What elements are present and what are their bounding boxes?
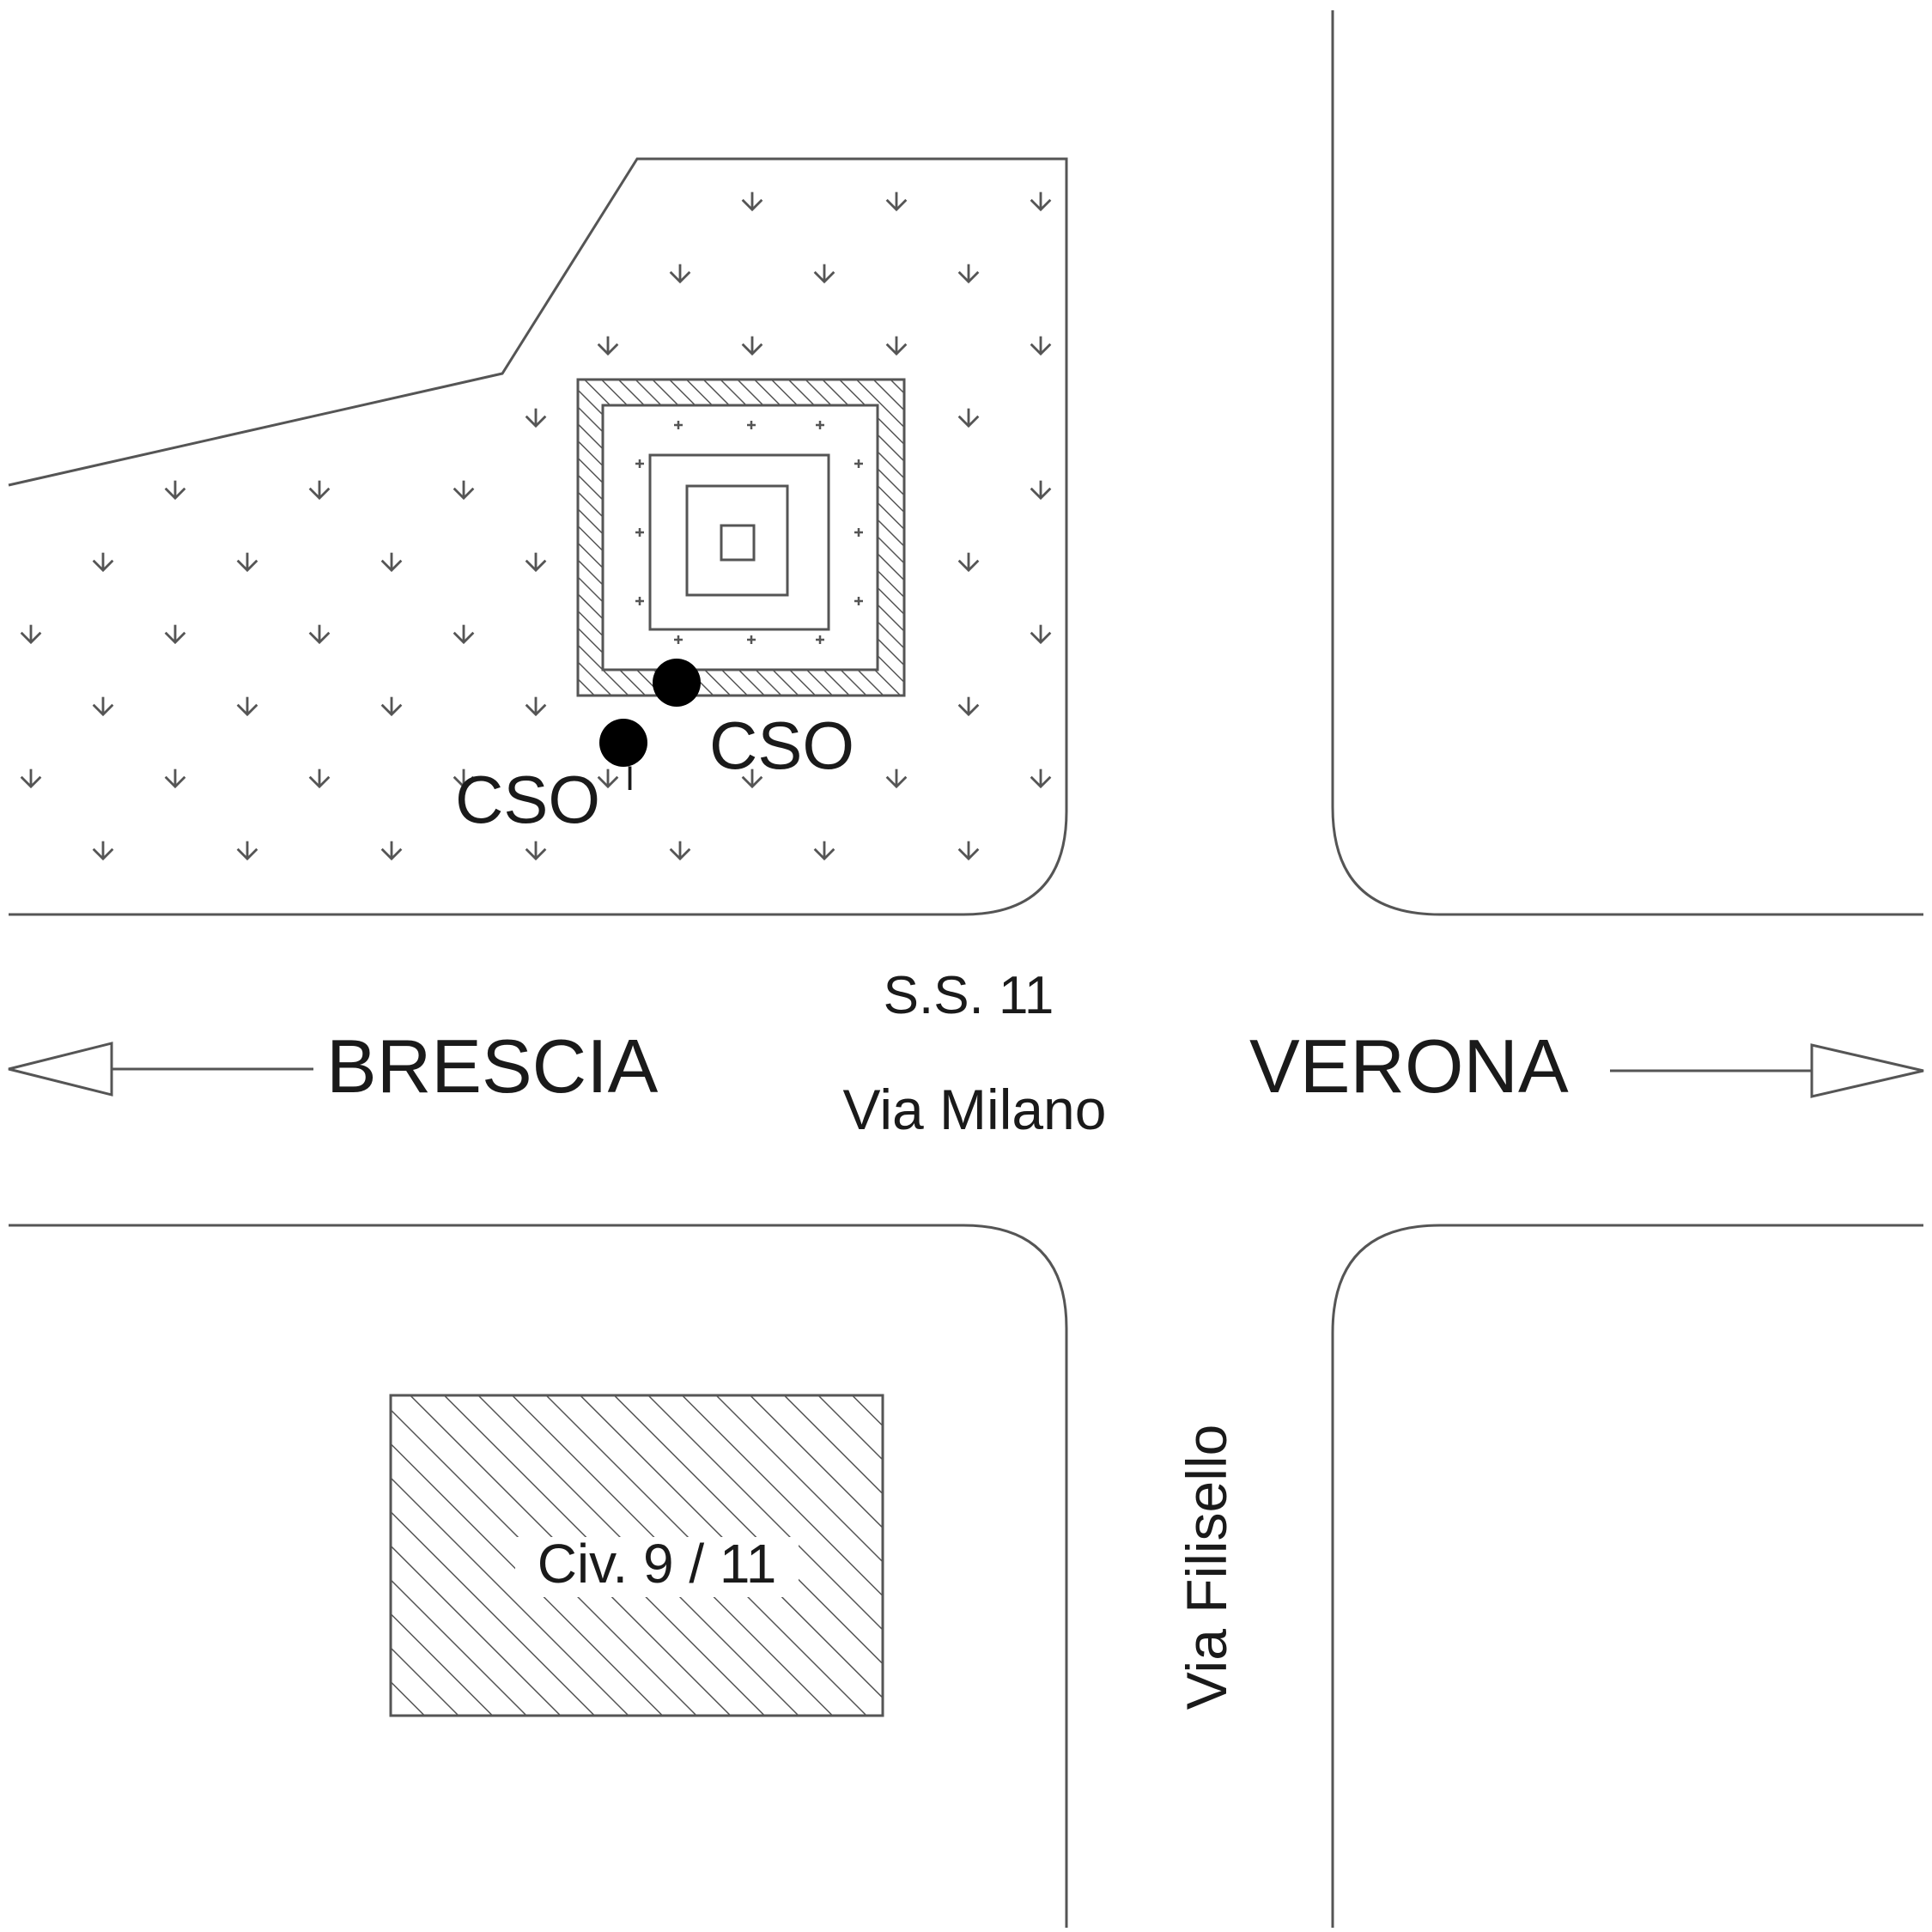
grass-arrow-icon bbox=[885, 191, 908, 211]
grass-arrow-icon bbox=[308, 623, 331, 644]
grass-arrow-icon bbox=[380, 696, 403, 716]
grass-arrow-icon bbox=[20, 768, 42, 788]
cross-street-label: Via Filisello bbox=[1175, 1425, 1238, 1710]
grass-arrow-icon bbox=[741, 335, 763, 355]
grass-arrow-icon bbox=[1030, 768, 1052, 788]
facility-marker bbox=[635, 597, 644, 605]
arrow-left-icon bbox=[8, 1042, 313, 1097]
road-edge-southeast bbox=[1331, 1224, 1923, 1928]
grass-arrow-icon bbox=[813, 263, 835, 283]
cso-label-b-mark: I bbox=[625, 760, 635, 798]
grass-arrow-icon bbox=[92, 551, 114, 572]
grass-arrow-icon bbox=[957, 840, 980, 860]
grass-arrow-icon bbox=[164, 768, 186, 788]
cso-point-a bbox=[653, 659, 701, 707]
grass-arrow-icon bbox=[236, 696, 258, 716]
grass-arrow-icon bbox=[453, 623, 475, 644]
road-edge-northeast bbox=[1331, 10, 1923, 916]
grass-arrow-icon bbox=[957, 407, 980, 428]
arrow-right-icon bbox=[1610, 1043, 1924, 1098]
grass-arrow-icon bbox=[957, 696, 980, 716]
grass-arrow-icon bbox=[885, 335, 908, 355]
facility-outer-square bbox=[648, 453, 830, 631]
grass-arrow-icon bbox=[1030, 623, 1052, 644]
cso-label-b: CSO bbox=[455, 762, 600, 837]
grass-arrow-icon bbox=[813, 840, 835, 860]
road-name-label: Via Milano bbox=[843, 1078, 1107, 1141]
grass-arrow-icon bbox=[1030, 479, 1052, 500]
grass-arrow-icon bbox=[669, 263, 691, 283]
facility-core-square bbox=[720, 524, 756, 562]
grass-arrow-icon bbox=[236, 840, 258, 860]
grass-arrow-icon bbox=[453, 479, 475, 500]
facility-marker bbox=[816, 421, 824, 429]
grass-arrow-icon bbox=[164, 623, 186, 644]
facility-structure bbox=[576, 378, 906, 697]
grass-arrow-icon bbox=[1030, 335, 1052, 355]
grass-arrow-icon bbox=[525, 551, 547, 572]
facility-marker bbox=[747, 635, 756, 644]
facility-marker bbox=[674, 421, 683, 429]
grass-arrow-icon bbox=[597, 768, 619, 788]
grass-arrow-icon bbox=[1030, 191, 1052, 211]
grass-arrow-icon bbox=[164, 479, 186, 500]
road-number-label: S.S. 11 bbox=[884, 966, 1054, 1025]
east-destination-label: VERONA bbox=[1249, 1024, 1569, 1109]
parcel-boundary-northwest bbox=[8, 157, 1068, 916]
facility-marker bbox=[747, 421, 756, 429]
grass-arrow-icon bbox=[669, 840, 691, 860]
grass-arrow-icon bbox=[380, 840, 403, 860]
grass-arrow-icon bbox=[380, 551, 403, 572]
facility-marker bbox=[674, 635, 683, 644]
grass-arrow-icon bbox=[92, 840, 114, 860]
grass-arrow-icon bbox=[308, 768, 331, 788]
facility-marker bbox=[854, 528, 863, 537]
grass-arrow-icon bbox=[525, 696, 547, 716]
facility-marker bbox=[635, 459, 644, 468]
building-label-backdrop bbox=[515, 1537, 799, 1597]
road-edge-southwest bbox=[9, 1224, 1068, 1928]
cso-point-b bbox=[599, 719, 647, 767]
facility-marker bbox=[635, 528, 644, 537]
grass-arrow-icon bbox=[525, 407, 547, 428]
grass-arrow-icon bbox=[236, 551, 258, 572]
grass-arrow-icon bbox=[957, 263, 980, 283]
facility-inner-markers bbox=[635, 421, 863, 644]
building-label: Civ. 9 / 11 bbox=[538, 1533, 777, 1595]
cso-label-a: CSO bbox=[709, 708, 854, 783]
facility-marker bbox=[854, 597, 863, 605]
facility-marker bbox=[854, 459, 863, 468]
grass-arrow-icon bbox=[20, 623, 42, 644]
west-destination-label: BRESCIA bbox=[326, 1024, 659, 1109]
grass-arrow-icon bbox=[92, 696, 114, 716]
grass-arrow-icon bbox=[525, 840, 547, 860]
grass-arrow-icon bbox=[957, 551, 980, 572]
grass-arrow-icon bbox=[885, 768, 908, 788]
facility-marker bbox=[816, 635, 824, 644]
grass-arrow-icon bbox=[741, 191, 763, 211]
grass-arrow-icon bbox=[597, 335, 619, 355]
grass-arrow-icon bbox=[308, 479, 331, 500]
facility-middle-square bbox=[685, 484, 789, 597]
